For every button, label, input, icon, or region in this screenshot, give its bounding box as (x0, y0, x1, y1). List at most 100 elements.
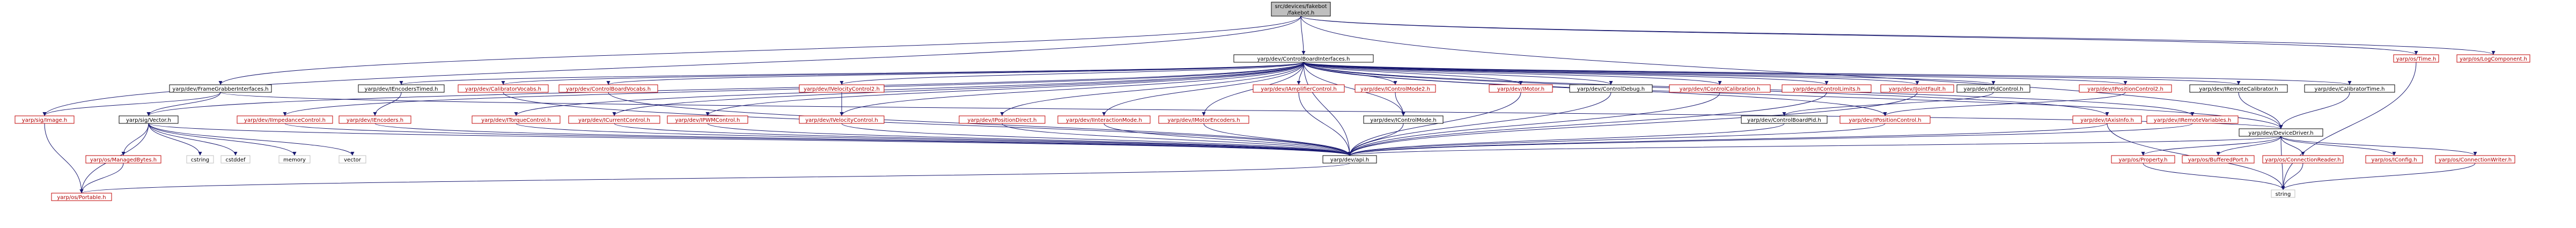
node-api[interactable]: yarp/dev/api.h (1322, 155, 1377, 164)
node-motor[interactable]: yarp/dev/IMotor.h (1489, 84, 1553, 93)
node-cstddef[interactable]: cstddef (220, 155, 251, 164)
node-cmode[interactable]: yarp/dev/IControlMode.h (1363, 115, 1444, 124)
node-ccal[interactable]: yarp/dev/IControlCalibration.h (1669, 84, 1771, 93)
node-box (2304, 84, 2395, 93)
node-remvar[interactable]: yarp/dev/IRemoteVariables.h (2146, 115, 2239, 124)
node-label: yarp/os/Portable.h (57, 195, 106, 201)
node-bport[interactable]: yarp/os/BufferedPort.h (2182, 155, 2255, 164)
node-pwm[interactable]: yarp/dev/IPWMControl.h (667, 115, 748, 124)
node-calib[interactable]: yarp/dev/CalibratorTime.h (2304, 84, 2395, 93)
node-box (2072, 115, 2142, 124)
edge-cbi-to-posdir (1000, 62, 1304, 116)
node-logc[interactable]: yarp/os/LogComponent.h (2456, 54, 2530, 63)
node-label: yarp/dev/IEncoders.h (347, 117, 403, 123)
edge-cbi-to-climits (1303, 62, 1829, 85)
node-motenc[interactable]: yarp/dev/IMotorEncoders.h (1158, 115, 1249, 124)
edge-mbytes-to-portable (79, 163, 124, 194)
node-box (2456, 54, 2530, 63)
edge-cbi-to-calib (1303, 62, 2351, 85)
node-cdebug[interactable]: yarp/dev/ControlDebug.h (1569, 84, 1653, 93)
node-posctl[interactable]: yarp/dev/IPositionControl.h (1839, 115, 1931, 124)
node-label: yarp/dev/IControlMode.h (1370, 117, 1437, 123)
node-fgi[interactable]: yarp/dev/FrameGrabberInterfaces.h (169, 84, 272, 93)
node-memory[interactable]: memory (278, 155, 311, 164)
node-torque[interactable]: yarp/dev/ITorqueControl.h (472, 115, 561, 124)
node-mbytes[interactable]: yarp/os/ManagedBytes.h (85, 155, 161, 164)
node-remcal[interactable]: yarp/dev/IRemoteCalibrator.h (2189, 84, 2288, 93)
node-enc[interactable]: yarp/dev/IEncoders.h (338, 115, 411, 124)
edge-ccal-to-api (1348, 92, 1720, 156)
node-pos2[interactable]: yarp/dev/IPositionControl2.h (2079, 84, 2172, 93)
node-enct[interactable]: yarp/dev/IEncodersTimed.h (358, 84, 445, 93)
node-vec[interactable]: vector (338, 155, 366, 164)
edge-vector-to-api (148, 123, 1351, 156)
node-imp[interactable]: yarp/dev/IImpedanceControl.h (237, 115, 333, 124)
node-label: yarp/dev/api.h (1330, 157, 1369, 163)
node-box (2079, 84, 2172, 93)
node-box (1669, 84, 1771, 93)
edge-axisinfo-to-api (1348, 123, 2108, 156)
edge-cbi-to-ccal (1303, 62, 1722, 85)
edge-cbi-to-velctl2 (840, 62, 1304, 85)
node-velctl[interactable]: yarp/dev/IVelocityControl.h (799, 115, 885, 124)
edge-enc-to-api (374, 123, 1352, 156)
node-intmode[interactable]: yarp/dev/IInteractionMode.h (1057, 115, 1151, 124)
node-string[interactable]: string (2271, 189, 2295, 198)
node-label: yarp/os/IConfig.h (2371, 157, 2417, 163)
node-box (2393, 54, 2439, 63)
node-label: yarp/dev/IPositionDirect.h (967, 117, 1036, 123)
node-image[interactable]: yarp/sig/Image.h (14, 115, 75, 124)
edge-devdrv-to-bport (2216, 136, 2281, 156)
node-cm2[interactable]: yarp/dev/IControlMode2.h (1355, 84, 1436, 93)
node-axisinfo[interactable]: yarp/dev/IAxisInfo.h (2072, 115, 2142, 124)
edge-cbi-to-vector (146, 62, 1304, 116)
node-iconfig[interactable]: yarp/os/IConfig.h (2365, 155, 2423, 164)
edge-posdir-to-api (1002, 123, 1352, 156)
node-label: yarp/os/Time.h (2396, 56, 2437, 62)
node-label: yarp/os/Property.h (2119, 157, 2168, 163)
node-box (51, 193, 112, 201)
node-label: yarp/dev/IRemoteCalibrator.h (2199, 86, 2278, 92)
node-velctl2[interactable]: yarp/dev/IVelocityControl2.h (799, 84, 885, 93)
node-portable[interactable]: yarp/os/Portable.h (51, 193, 112, 201)
node-label: yarp/dev/IVelocityControl.h (805, 117, 878, 123)
edge-vector-to-memory (148, 123, 297, 156)
edge-jfault-to-api (1348, 92, 1918, 156)
node-devdrv[interactable]: yarp/dev/DeviceDriver.h (2239, 128, 2323, 137)
node-posdir[interactable]: yarp/dev/IPositionDirect.h (959, 115, 1046, 124)
edges-layer (42, 16, 2496, 194)
node-label: yarp/dev/IPositionControl2.h (2087, 86, 2163, 92)
node-label: yarp/dev/IMotor.h (1497, 86, 1544, 92)
node-time[interactable]: yarp/os/Time.h (2393, 54, 2439, 63)
node-box (458, 84, 549, 93)
nodes-layer: src/devices/fakebot/fakebot.hyarp/dev/Co… (14, 2, 2530, 201)
edge-root-to-devdrv (1300, 16, 2283, 129)
node-box (85, 155, 161, 164)
node-cwriter[interactable]: yarp/os/ConnectionWriter.h (2435, 155, 2515, 164)
node-ampl[interactable]: yarp/dev/IAmplifierControl.h (1253, 84, 1345, 93)
edge-vector-to-cstddef (148, 123, 238, 156)
node-label: yarp/os/ConnectionWriter.h (2439, 157, 2512, 163)
node-label: string (2276, 192, 2291, 197)
node-cstring[interactable]: cstring (186, 155, 214, 164)
node-label: yarp/os/BufferedPort.h (2188, 157, 2249, 163)
edge-cbpid-to-api (1348, 123, 1785, 156)
edge-cbi-to-api (1303, 62, 1352, 156)
node-climits[interactable]: yarp/dev/IControlLimits.h (1782, 84, 1872, 93)
node-cbi[interactable]: yarp/dev/ControlBoardInterfaces.h (1233, 54, 1374, 63)
node-pidctl[interactable]: yarp/dev/IPidControl.h (1956, 84, 2030, 93)
edge-pwm-to-api (707, 123, 1352, 156)
node-creader[interactable]: yarp/os/ConnectionReader.h (2262, 155, 2344, 164)
edge-calib-to-devdrv (2279, 92, 2350, 129)
node-jfault[interactable]: yarp/dev/IJointFault.h (1880, 84, 1954, 93)
node-cbvocab[interactable]: yarp/dev/ControlBoardVocabs.h (558, 84, 658, 93)
node-box (2111, 155, 2175, 164)
node-label: yarp/dev/IPidControl.h (1963, 86, 2023, 92)
node-cbpid[interactable]: yarp/dev/ControlBoardPid.h (1741, 115, 1828, 124)
node-current[interactable]: yarp/dev/ICurrentControl.h (568, 115, 660, 124)
node-vector[interactable]: yarp/sig/Vector.h (119, 115, 179, 124)
node-label: yarp/dev/IEncodersTimed.h (364, 86, 438, 92)
node-calvocab[interactable]: yarp/dev/CalibratorVocabs.h (458, 84, 549, 93)
node-property[interactable]: yarp/os/Property.h (2111, 155, 2175, 164)
node-label: yarp/dev/CalibratorTime.h (2314, 86, 2384, 92)
